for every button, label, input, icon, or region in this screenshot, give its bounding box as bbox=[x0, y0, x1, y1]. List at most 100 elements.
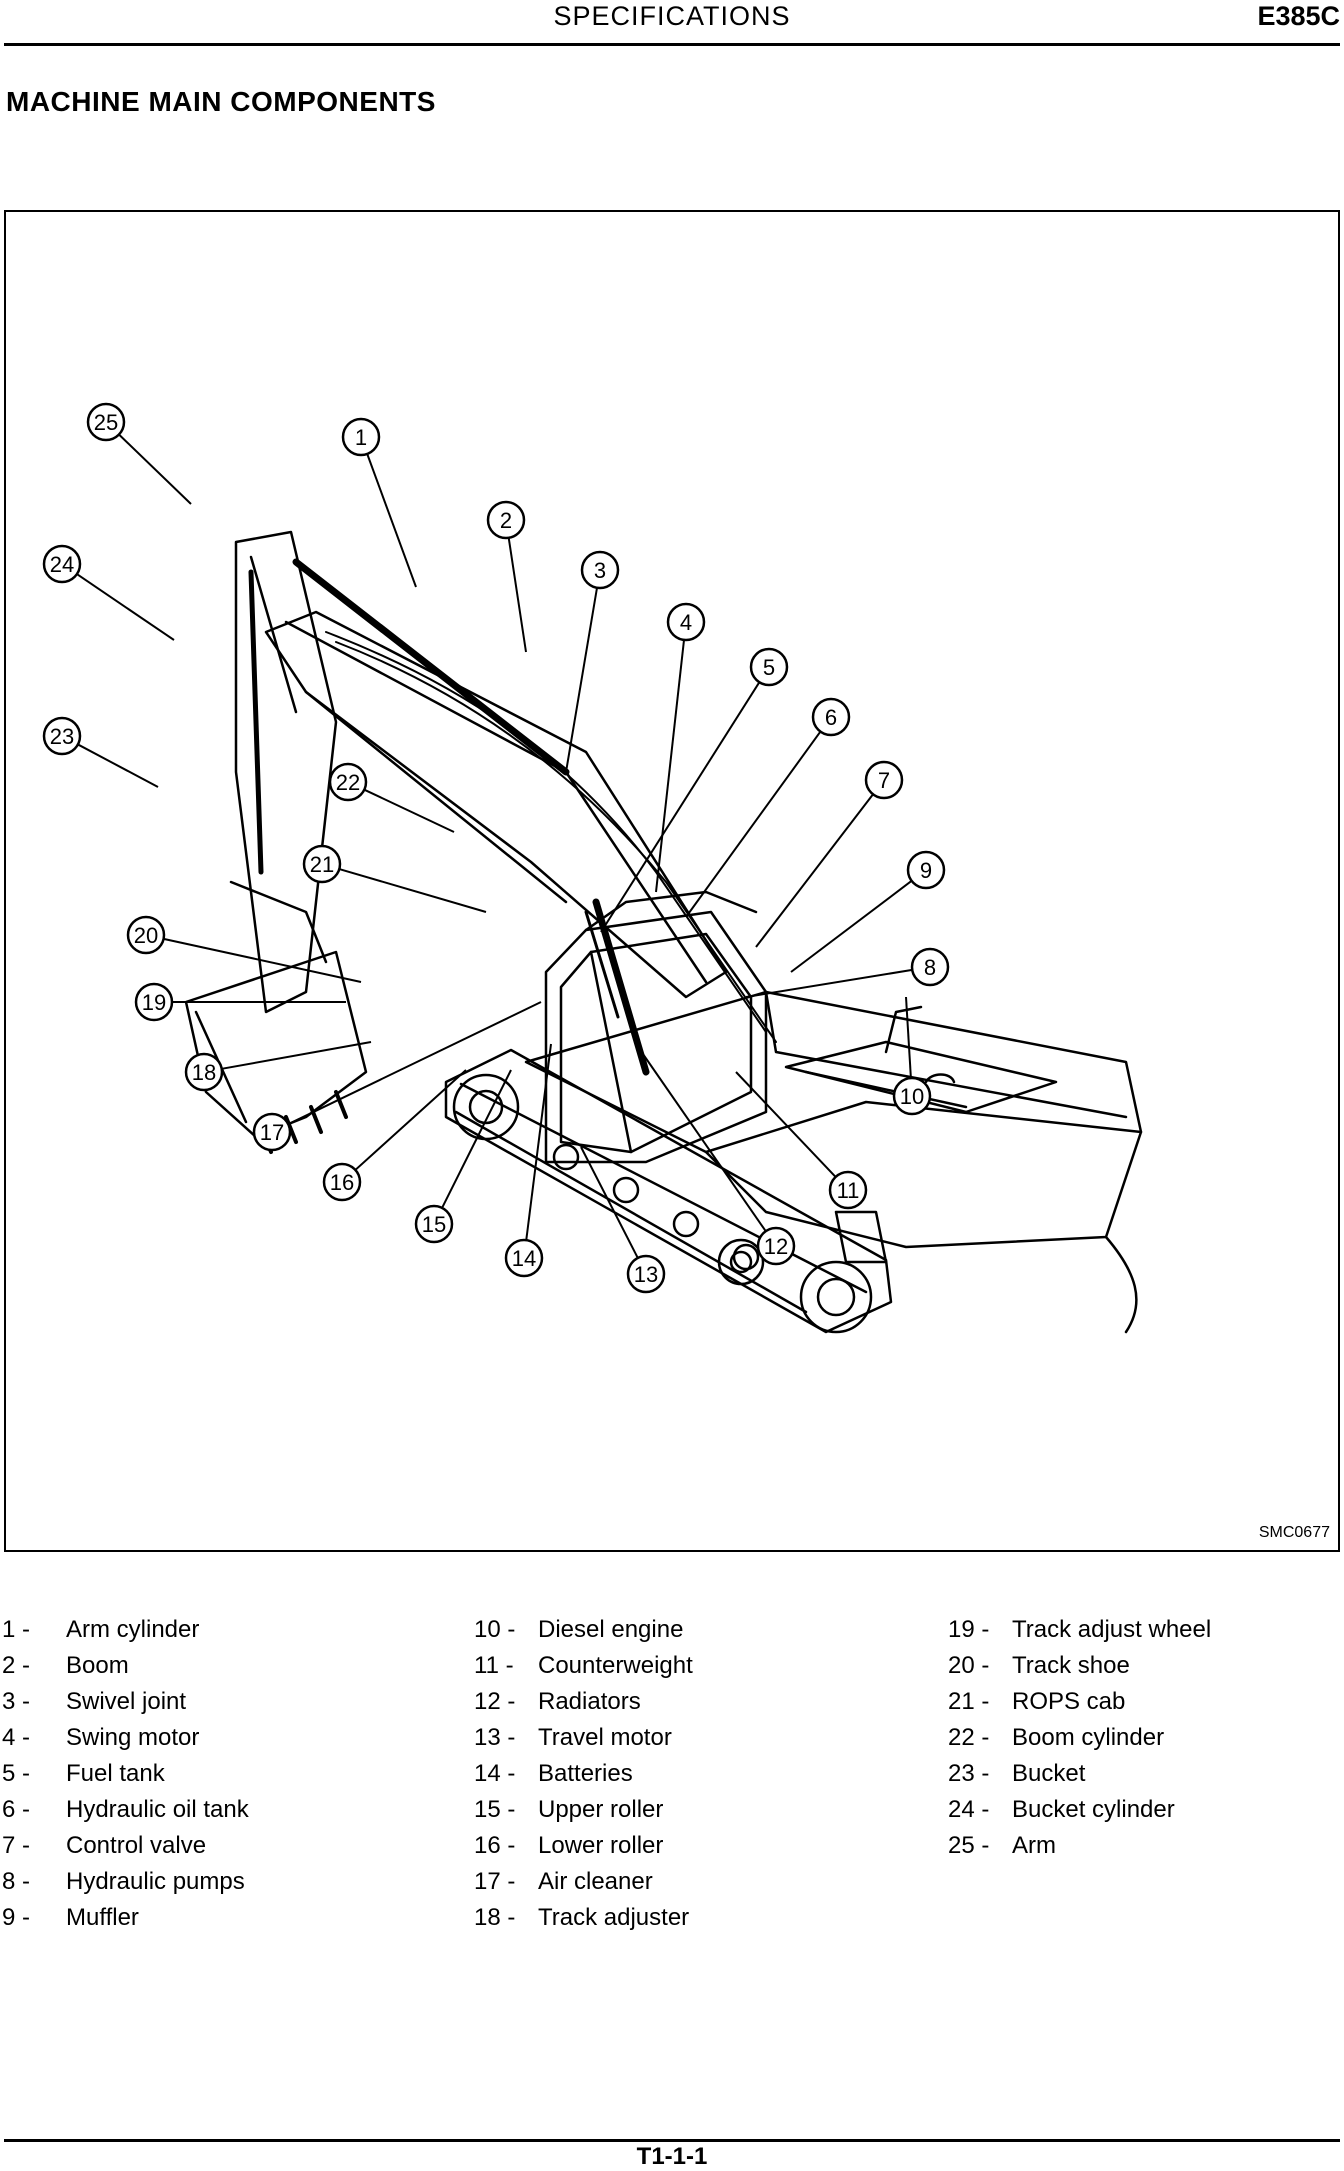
legend-item-number: 2 - bbox=[2, 1652, 31, 1679]
legend-item-number: 25 - bbox=[948, 1832, 990, 1859]
callout-23: 23 bbox=[42, 716, 82, 756]
callout-10: 10 bbox=[892, 1076, 932, 1116]
legend-item-label: Arm cylinder bbox=[66, 1616, 200, 1643]
callout-circle bbox=[252, 1112, 292, 1152]
callout-number: 25 bbox=[94, 410, 118, 435]
callout-18: 18 bbox=[184, 1052, 224, 1092]
callout-number: 21 bbox=[310, 852, 334, 877]
legend-item: 7 -Control valve bbox=[2, 1828, 249, 1864]
callout-leader-line bbox=[580, 1146, 639, 1259]
callout-leader-line bbox=[338, 868, 487, 913]
legend-item-number: 19 - bbox=[948, 1616, 990, 1643]
callout-number: 6 bbox=[825, 705, 837, 730]
legend-item-label: Track adjust wheel bbox=[1012, 1616, 1212, 1643]
header-model-name: E385C bbox=[1257, 1, 1340, 31]
callout-circle bbox=[910, 947, 950, 987]
callout-leader-line bbox=[655, 639, 686, 893]
callout-circle bbox=[749, 647, 789, 687]
legend-item-label: Boom bbox=[66, 1652, 129, 1679]
legend-item-number: 4 - bbox=[2, 1724, 31, 1751]
legend-item: 21 -ROPS cab bbox=[948, 1684, 1211, 1720]
legend-item-number: 8 - bbox=[2, 1868, 31, 1895]
callout-number: 4 bbox=[680, 610, 692, 635]
callout-number: 16 bbox=[330, 1170, 354, 1195]
callout-12: 12 bbox=[756, 1226, 796, 1266]
callout-13: 13 bbox=[626, 1254, 666, 1294]
callout-leader-line bbox=[735, 1071, 837, 1178]
callout-leader-line bbox=[745, 968, 913, 998]
legend-item-number: 18 - bbox=[474, 1904, 516, 1931]
callout-circle bbox=[811, 697, 851, 737]
callout-21: 21 bbox=[302, 844, 342, 884]
callout-number: 7 bbox=[878, 768, 890, 793]
legend-item-label: Control valve bbox=[66, 1832, 207, 1859]
callout-number: 17 bbox=[260, 1120, 284, 1145]
legend-item-number: 5 - bbox=[2, 1760, 31, 1787]
callout-number: 5 bbox=[763, 655, 775, 680]
legend-item-number: 12 - bbox=[474, 1688, 516, 1715]
callout-circle bbox=[828, 1170, 868, 1210]
legend-item: 14 -Batteries bbox=[474, 1756, 693, 1792]
callout-circle bbox=[184, 1052, 224, 1092]
callout-circle bbox=[486, 500, 526, 540]
legend-item-number: 9 - bbox=[2, 1904, 31, 1931]
page-title: MACHINE MAIN COMPONENTS bbox=[6, 86, 436, 117]
legend-item: 2 - Boom bbox=[2, 1648, 249, 1684]
callout-leader-line bbox=[635, 1043, 767, 1232]
excavator-diagram: 1234567891011121314151617181920212223242… bbox=[42, 402, 1143, 1334]
legend-item: 24 -Bucket cylinder bbox=[948, 1792, 1211, 1828]
page-number: T1-1-1 bbox=[636, 2143, 708, 2170]
callout-labels: 1234567891011121314151617181920212223242… bbox=[42, 402, 950, 1294]
callout-circle bbox=[126, 915, 166, 955]
callout-5: 5 bbox=[749, 647, 789, 687]
legend-item: 3 -Swivel joint bbox=[2, 1684, 249, 1720]
legend-item-number: 20 - bbox=[948, 1652, 990, 1679]
callout-25: 25 bbox=[86, 402, 126, 442]
callout-circle bbox=[328, 762, 368, 802]
callout-leader-line bbox=[287, 1001, 542, 1126]
callout-leader-line bbox=[354, 1069, 467, 1171]
callout-number: 15 bbox=[422, 1212, 446, 1237]
callout-6: 6 bbox=[811, 697, 851, 737]
legend-item-label: Radiators bbox=[538, 1688, 641, 1715]
callout-number: 14 bbox=[512, 1246, 536, 1271]
callout-24: 24 bbox=[42, 544, 82, 584]
legend-item-label: Track shoe bbox=[1012, 1652, 1130, 1679]
callout-7: 7 bbox=[864, 760, 904, 800]
legend-item: 20 - Track shoe bbox=[948, 1648, 1211, 1684]
legend-item-label: Swing motor bbox=[66, 1724, 200, 1751]
legend-item-label: Upper roller bbox=[538, 1796, 664, 1823]
figure-code: SMC0677 bbox=[1258, 1524, 1330, 1541]
callout-number: 9 bbox=[920, 858, 932, 883]
callout-number: 8 bbox=[924, 955, 936, 980]
legend-item-label: Hydraulic oil tank bbox=[66, 1796, 249, 1823]
callout-leader-line bbox=[363, 788, 455, 833]
legend-item: 8 -Hydraulic pumps bbox=[2, 1864, 249, 1900]
callout-number: 10 bbox=[900, 1084, 924, 1109]
callout-circle bbox=[864, 760, 904, 800]
legend-item: 10 -Diesel engine bbox=[474, 1612, 693, 1648]
legend-item-number: 3 - bbox=[2, 1688, 31, 1715]
legend-item-number: 1 - bbox=[2, 1616, 31, 1643]
footer-divider bbox=[4, 2139, 1340, 2142]
callout-20: 20 bbox=[126, 915, 166, 955]
callout-leader-line bbox=[221, 1041, 372, 1070]
callout-number: 19 bbox=[142, 990, 166, 1015]
callout-circle bbox=[892, 1076, 932, 1116]
legend-item: 15 - Upper roller bbox=[474, 1792, 693, 1828]
legend-item-number: 23 - bbox=[948, 1760, 990, 1787]
legend-item-label: Muffler bbox=[66, 1904, 139, 1931]
callout-9: 9 bbox=[906, 850, 946, 890]
callout-15: 15 bbox=[414, 1204, 454, 1244]
callout-circle bbox=[906, 850, 946, 890]
excavator-drawing bbox=[184, 530, 1143, 1334]
callout-leader-line bbox=[163, 937, 362, 983]
callout-circle bbox=[42, 716, 82, 756]
callout-number: 11 bbox=[837, 1178, 860, 1203]
legend-item: 12 - Radiators bbox=[474, 1684, 693, 1720]
legend-item-number: 14 - bbox=[474, 1760, 516, 1787]
legend-item-label: Bucket bbox=[1012, 1760, 1086, 1787]
legend-item-number: 15 - bbox=[474, 1796, 516, 1823]
callout-16: 16 bbox=[322, 1162, 362, 1202]
